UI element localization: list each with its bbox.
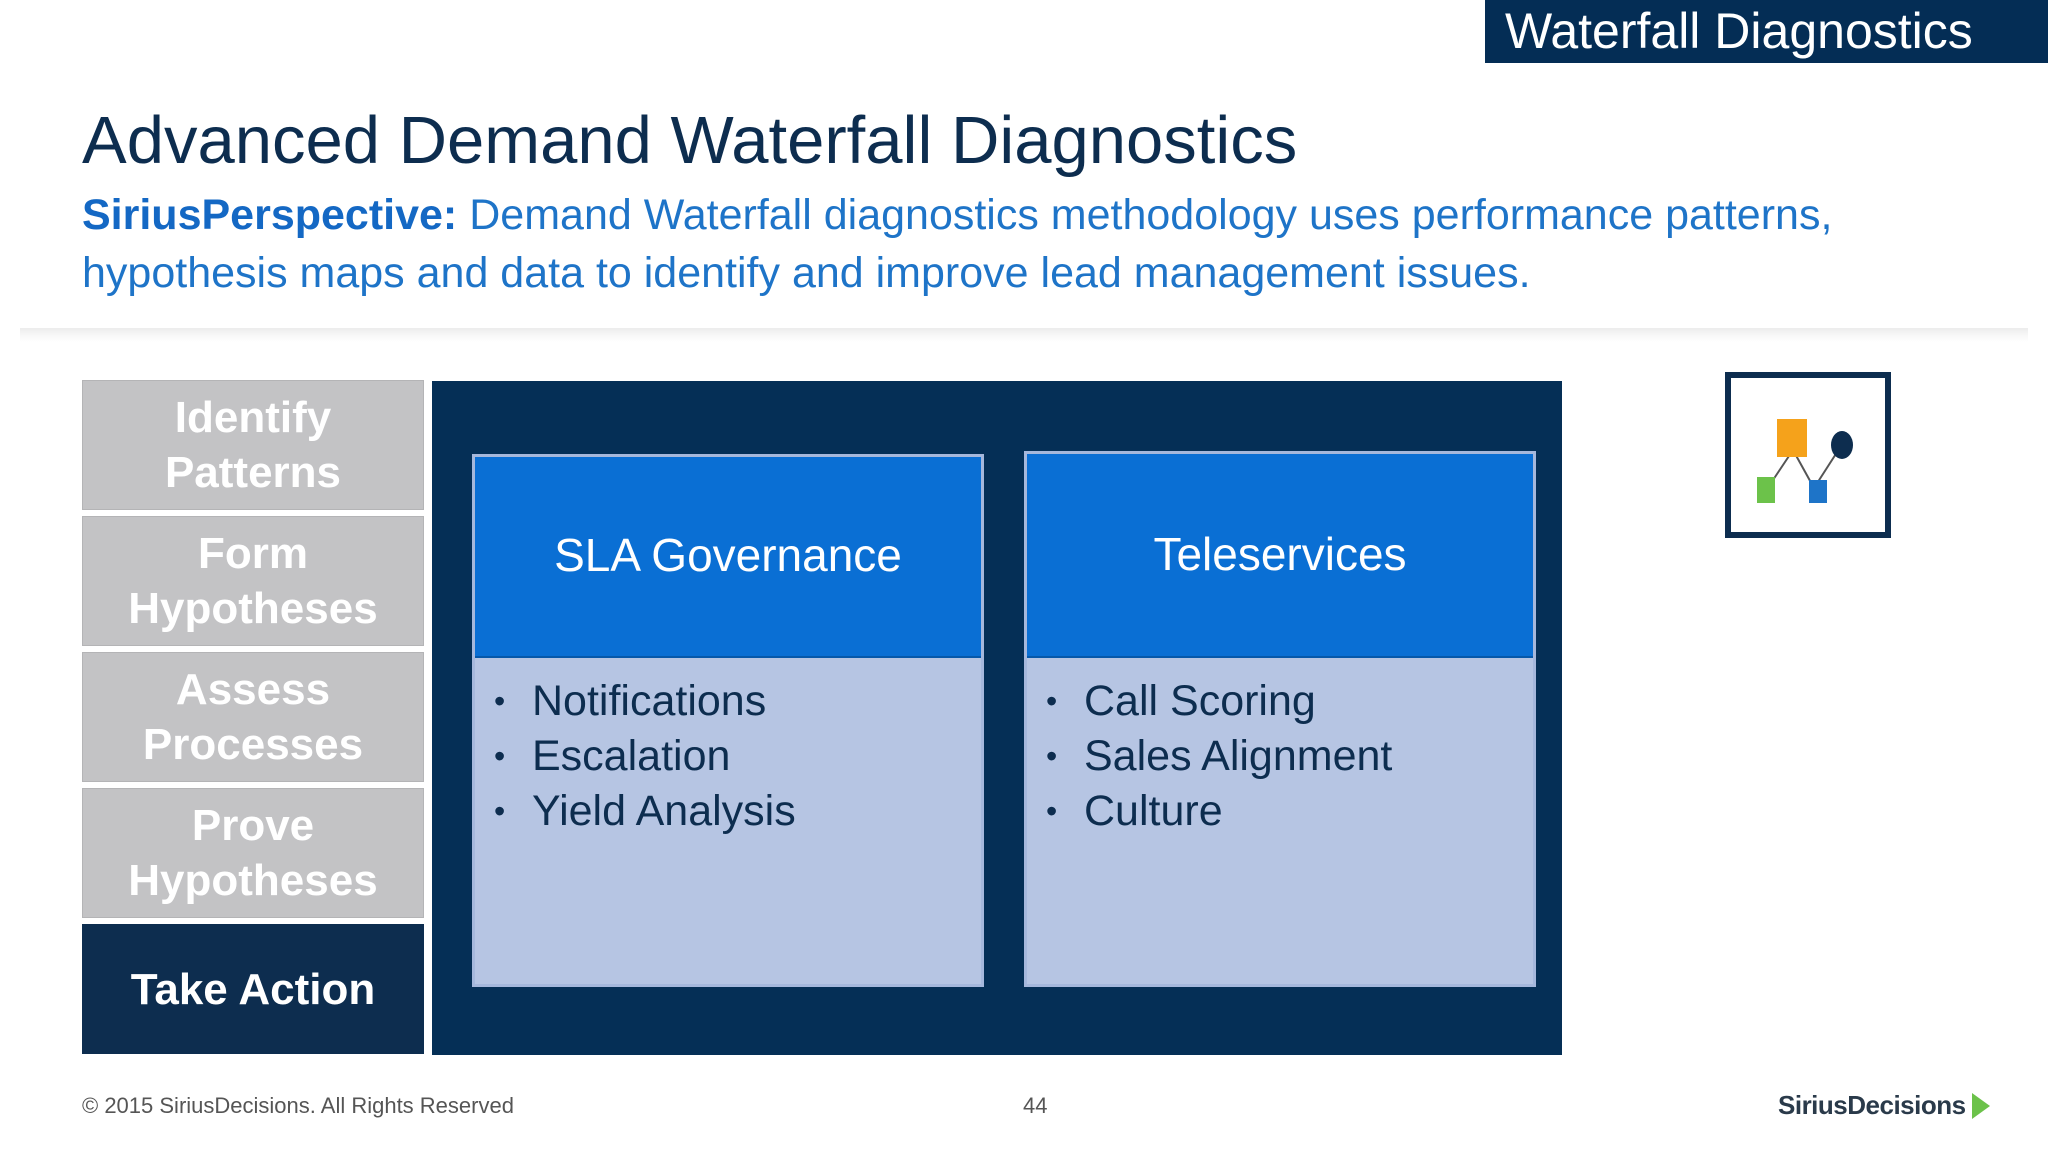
- perspective-statement: SiriusPerspective:Demand Waterfall diagn…: [82, 186, 1982, 302]
- list-item: Notifications: [494, 674, 984, 729]
- card-list: Notifications Escalation Yield Analysis: [472, 658, 984, 839]
- step-label: Prove Hypotheses: [128, 801, 378, 905]
- list-item: Culture: [1046, 784, 1536, 839]
- hypothesis-map-graphic: [1757, 419, 1853, 503]
- copyright-notice: © 2015 SiriusDecisions. All Rights Reser…: [82, 1093, 514, 1118]
- step-prove-hypotheses: Prove Hypotheses: [82, 788, 424, 918]
- card-sla-governance: SLA Governance Notifications Escalation …: [472, 454, 984, 987]
- card-list: Call Scoring Sales Alignment Culture: [1024, 658, 1536, 839]
- card-teleservices: Teleservices Call Scoring Sales Alignmen…: [1024, 451, 1536, 987]
- step-form-hypotheses: Form Hypotheses: [82, 516, 424, 646]
- page-title: Advanced Demand Waterfall Diagnostics: [82, 103, 1298, 178]
- step-label: Take Action: [130, 964, 376, 1014]
- step-identify-patterns: Identify Patterns: [82, 380, 424, 510]
- card-title: SLA Governance: [472, 454, 984, 658]
- step-label: Assess Processes: [142, 665, 364, 769]
- perspective-text: Demand Waterfall diagnostics methodology…: [82, 191, 1833, 297]
- logo-wordmark: SiriusDecisions: [1778, 1090, 1966, 1120]
- list-item: Call Scoring: [1046, 674, 1536, 729]
- list-item: Escalation: [494, 729, 984, 784]
- step-label: Identify Patterns: [164, 393, 342, 497]
- page-number: 44: [1023, 1093, 1048, 1118]
- card-title: Teleservices: [1024, 451, 1536, 658]
- perspective-label: SiriusPerspective:: [82, 191, 458, 239]
- step-label: Form Hypotheses: [128, 529, 378, 633]
- hypothesis-map-icon: [1725, 372, 1891, 538]
- section-tag: Waterfall Diagnostics: [1485, 0, 2048, 63]
- list-item: Yield Analysis: [494, 784, 984, 839]
- step-take-action: Take Action: [82, 924, 424, 1054]
- process-steps: Identify Patterns Form Hypotheses Assess…: [82, 380, 424, 1060]
- company-logo: SiriusDecisions: [1778, 1090, 1990, 1121]
- header-divider: [20, 328, 2028, 342]
- logo-arrow-icon: [1971, 1092, 1990, 1119]
- step-assess-processes: Assess Processes: [82, 652, 424, 782]
- list-item: Sales Alignment: [1046, 729, 1536, 784]
- action-panel: SLA Governance Notifications Escalation …: [432, 381, 1562, 1055]
